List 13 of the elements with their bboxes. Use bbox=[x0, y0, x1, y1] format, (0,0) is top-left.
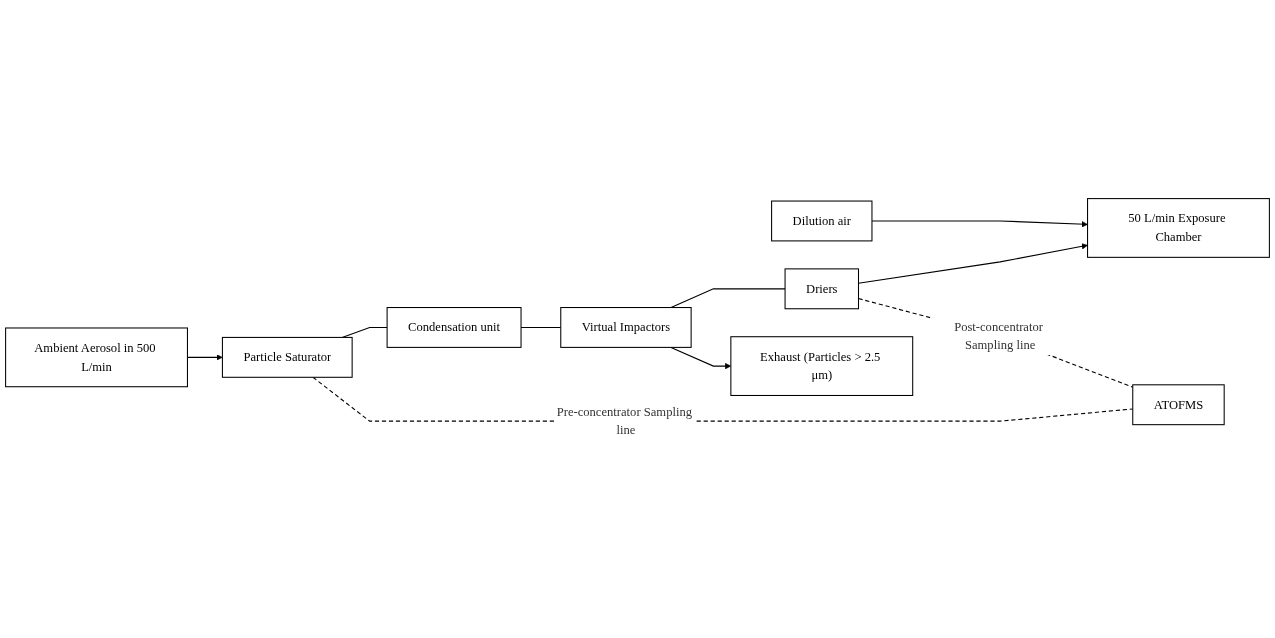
node-box: Particle Saturator bbox=[221, 336, 353, 378]
arrow bbox=[871, 220, 1088, 227]
node-box: Driers bbox=[784, 268, 859, 309]
connector bbox=[670, 287, 786, 308]
node-box: Condensation unit bbox=[386, 306, 522, 348]
node-box: 50 L/min Exposure Chamber bbox=[1087, 197, 1270, 258]
node-box: Exhaust (Particles > 2.5 μm) bbox=[730, 335, 914, 396]
node-box: Ambient Aerosol in 500 L/min bbox=[5, 327, 188, 387]
node-box: Virtual Impactors bbox=[560, 306, 692, 348]
edge-label: Pre-concentrator Sampling line bbox=[556, 404, 693, 437]
node-box: Dilution air bbox=[771, 200, 873, 242]
edge-label: Post-concentrator Sampling line bbox=[954, 319, 1043, 352]
node-box: ATOFMS bbox=[1132, 383, 1225, 425]
